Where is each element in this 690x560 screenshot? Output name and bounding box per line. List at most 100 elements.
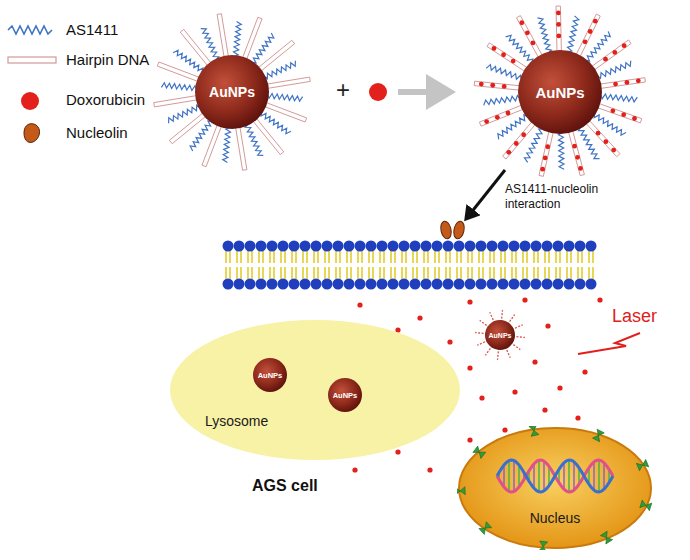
loaded-doxorubicin xyxy=(543,156,548,161)
doxorubicin-dot xyxy=(512,389,517,394)
doxorubicin-dot xyxy=(575,415,580,420)
hairpin-strand xyxy=(157,62,200,82)
lipid-tail xyxy=(313,251,315,263)
loaded-doxorubicin xyxy=(632,116,637,121)
lipid-tail xyxy=(251,267,253,279)
loaded-doxorubicin xyxy=(525,30,530,35)
lipid-head xyxy=(465,279,476,290)
doxorubicin-dot xyxy=(369,83,387,101)
as1411-strand xyxy=(596,61,631,79)
doxorubicin-dot xyxy=(352,467,357,472)
doxorubicin-dot xyxy=(467,299,472,304)
as1411-strand xyxy=(169,105,202,123)
lipid-tail xyxy=(412,251,414,263)
loaded-doxorubicin xyxy=(556,34,561,39)
lipid-tail xyxy=(240,267,242,279)
lipid-tail xyxy=(427,267,429,279)
lipid-tail xyxy=(449,267,451,279)
lipid-tail xyxy=(581,267,583,279)
base-pair xyxy=(573,462,574,490)
lipid-head xyxy=(542,279,553,290)
lipid-tail xyxy=(339,251,341,263)
doxorubicin-dot xyxy=(395,449,400,454)
lipid-head xyxy=(575,279,586,290)
lipid-tail xyxy=(295,251,297,263)
lipid-tail xyxy=(434,251,436,263)
lipid-tail xyxy=(500,251,502,263)
lipid-tail xyxy=(500,267,502,279)
lipid-head xyxy=(267,279,278,290)
nucleolin xyxy=(452,220,466,240)
lipid-head xyxy=(256,241,267,252)
lipid-head xyxy=(487,279,498,290)
lipid-tail xyxy=(555,251,557,263)
lipid-tail xyxy=(284,267,286,279)
gold-nanoparticle: AuNPs xyxy=(518,50,602,134)
dna-strand xyxy=(497,460,613,492)
lipid-tail xyxy=(394,267,396,279)
lipid-tail xyxy=(328,267,330,279)
lipid-head xyxy=(234,241,245,252)
loaded-doxorubicin xyxy=(492,46,497,51)
loaded-doxorubicin xyxy=(506,150,511,155)
annotation-label: AGS cell xyxy=(252,477,318,494)
loaded-doxorubicin xyxy=(540,167,545,172)
lipid-tail xyxy=(291,267,293,279)
nuclear-pore xyxy=(636,459,648,470)
lipid-head xyxy=(575,241,586,252)
hairpin-strand xyxy=(474,81,520,90)
loaded-doxorubicin xyxy=(611,148,616,153)
gold-core xyxy=(518,50,602,134)
lipid-tail xyxy=(346,267,348,279)
lipid-tail xyxy=(390,267,392,279)
lipid-tail xyxy=(324,251,326,263)
doxorubicin-dot xyxy=(447,339,452,344)
lipid-head xyxy=(388,241,399,252)
lipid-head xyxy=(531,279,542,290)
lipid-tail xyxy=(434,267,436,279)
lipid-tail xyxy=(416,251,418,263)
nuclear-pore xyxy=(457,487,465,495)
loaded-doxorubicin xyxy=(506,111,511,116)
loaded-doxorubicin xyxy=(593,19,598,24)
lipid-head xyxy=(333,279,344,290)
loaded-doxorubicin xyxy=(596,131,601,136)
lysosome-label: Lysosome xyxy=(205,413,268,429)
lipid-tail xyxy=(449,251,451,263)
lipid-tail xyxy=(456,267,458,279)
nuclear-pore xyxy=(479,522,492,535)
lipid-tail xyxy=(460,267,462,279)
lipid-tail xyxy=(262,267,264,279)
lipid-tail xyxy=(478,251,480,263)
hairpin-strand xyxy=(479,105,523,126)
lipid-tail xyxy=(324,267,326,279)
as1411-strand xyxy=(233,21,241,57)
legend-text: Hairpin DNA xyxy=(66,51,149,68)
lipid-tail xyxy=(229,251,231,263)
as1411-strand xyxy=(538,18,552,54)
nuclear-pore xyxy=(529,426,539,436)
loaded-doxorubicin xyxy=(514,141,519,146)
base-pair xyxy=(533,464,534,488)
base-pair xyxy=(513,461,514,492)
base-pair xyxy=(538,460,539,492)
lipid-tail xyxy=(412,267,414,279)
lipid-head xyxy=(245,241,256,252)
lipid-tail xyxy=(372,251,374,263)
legend-slot: Doxorubicin xyxy=(66,91,145,109)
lysosome: LysosomeAuNPsAuNPs xyxy=(170,320,460,460)
doxorubicin-dot xyxy=(479,395,484,400)
cell-membrane xyxy=(223,241,597,290)
doxorubicin-dot xyxy=(597,297,602,302)
lipid-tail xyxy=(471,251,473,263)
doxorubicin-dot xyxy=(467,365,472,370)
gold-nanoparticle-label: AuNPs xyxy=(258,371,283,380)
loaded-doxorubicin xyxy=(495,115,500,120)
lipid-tail xyxy=(240,251,242,263)
lipid-tail xyxy=(533,267,535,279)
lipid-head xyxy=(245,279,256,290)
as1411-strand xyxy=(201,29,219,62)
loaded-doxorubicin xyxy=(519,20,524,25)
lipid-tail xyxy=(445,251,447,263)
nucleus-body xyxy=(459,428,651,548)
